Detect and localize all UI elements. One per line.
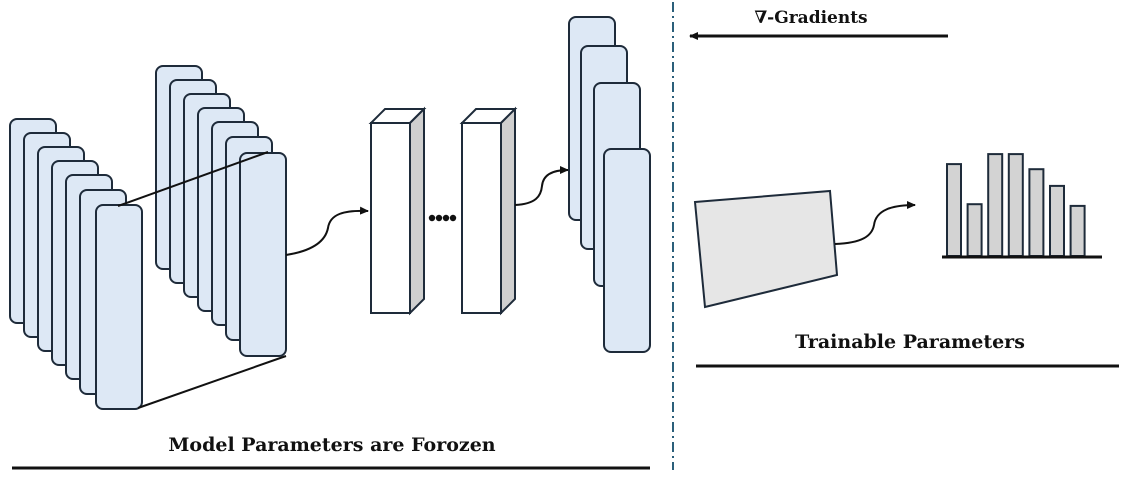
histogram-bar [1069, 204, 1086, 257]
histogram-bar [946, 163, 962, 258]
histogram-bar [1049, 184, 1065, 257]
dot [442, 214, 450, 222]
histogram-bar [987, 153, 1004, 258]
trainable-label: Trainable Parameters [795, 331, 1025, 353]
feature-map-stack-3 [568, 16, 651, 353]
feature-map [603, 148, 651, 353]
box-side [500, 106, 516, 316]
connector-arrow [514, 166, 569, 206]
dot [435, 214, 443, 222]
dot [449, 214, 457, 222]
trainable-layer [693, 189, 839, 309]
dot [428, 214, 436, 222]
output-histogram [946, 153, 1086, 258]
frozen-label: Model Parameters are Forozen [168, 434, 495, 456]
box-side [409, 106, 425, 316]
connector-arrow [834, 201, 916, 245]
feature-map-stack-2 [155, 65, 287, 357]
feature-map [95, 204, 143, 410]
connector-arrow [285, 206, 369, 256]
histogram-bar [1028, 168, 1045, 257]
feature-map [239, 152, 287, 357]
gradients-label: ∇-Gradients [754, 8, 867, 28]
dense-block-1 [368, 106, 427, 316]
ellipsis-dots [428, 214, 457, 222]
projection-line [117, 151, 269, 207]
projection-line [137, 355, 287, 409]
box-front [461, 122, 502, 314]
feature-map-stack-1 [9, 118, 143, 410]
histogram-bar [1007, 153, 1024, 258]
box-front [370, 122, 411, 314]
dense-block-2 [459, 106, 518, 316]
histogram-bar [966, 203, 983, 257]
